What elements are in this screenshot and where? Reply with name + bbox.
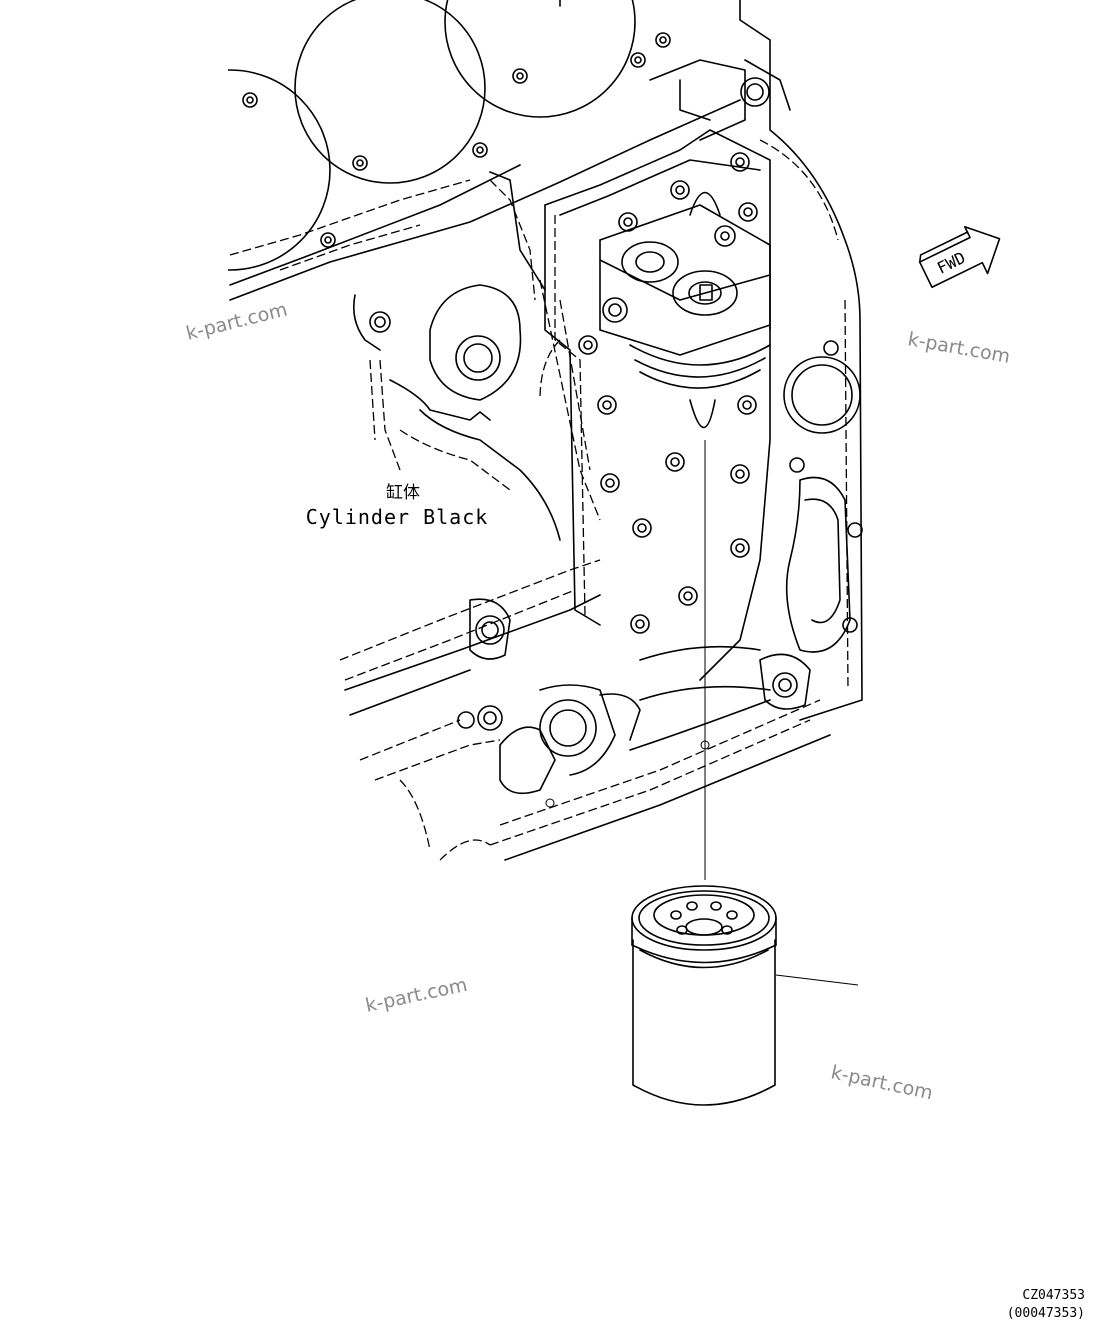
- filter-head-assembly: [539, 129, 771, 681]
- watermark: k-part.com: [906, 328, 1012, 368]
- oil-filter-cartridge: [631, 440, 859, 1106]
- block-left-side: [229, 171, 831, 861]
- watermark: k-part.com: [184, 298, 290, 344]
- front-cover-outline: [649, 59, 863, 721]
- cylinder-block-head: [0, 0, 771, 301]
- fwd-arrow-icon: FWD: [918, 225, 1001, 289]
- watermark: k-part.com: [363, 974, 469, 1017]
- watermark: k-part.com: [829, 1061, 935, 1104]
- part-label-jp: 缸体: [386, 482, 420, 503]
- part-label-en: Cylinder Black: [306, 505, 489, 529]
- diagram-code-secondary: (00047353): [1006, 1306, 1085, 1321]
- diagram-code: CZ047353: [1022, 1288, 1085, 1303]
